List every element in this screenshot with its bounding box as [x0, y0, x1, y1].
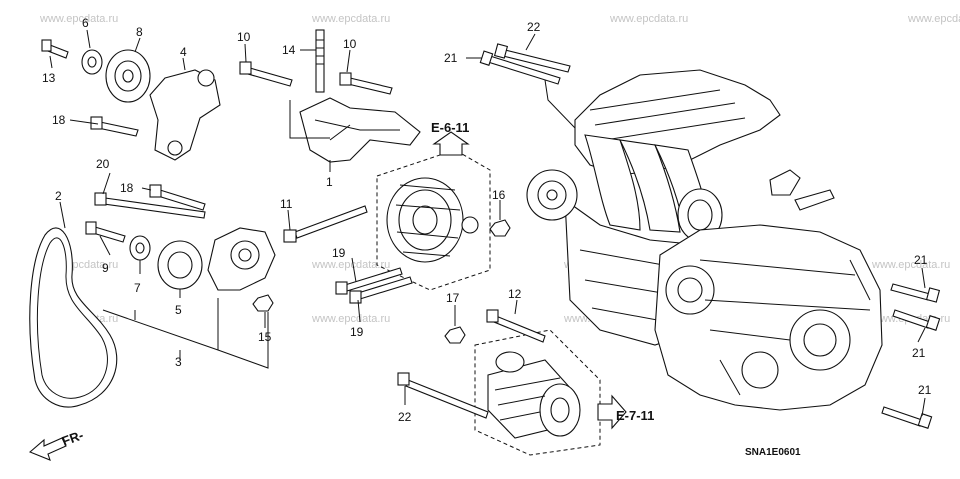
callout: 10	[343, 37, 357, 51]
ref-e-7-11[interactable]: E-7-11	[616, 408, 654, 423]
callout: 2	[55, 189, 62, 203]
callout: 8	[136, 25, 143, 39]
front-arrow-icon	[28, 437, 67, 461]
callout: 19	[350, 325, 364, 339]
callout: 20	[96, 157, 110, 171]
callout: 21	[444, 51, 458, 65]
watermark: www.epcdata.ru	[609, 13, 688, 25]
callout: 13	[42, 71, 56, 85]
callout: 21	[914, 253, 928, 267]
watermark: www.epcdata.ru	[311, 259, 390, 271]
callout: 18	[52, 113, 66, 127]
callout: 21	[918, 383, 932, 397]
callout: 15	[258, 330, 272, 344]
watermark: www.epcdata.ru	[907, 13, 960, 25]
starter-motor	[397, 309, 627, 456]
callout: 10	[237, 30, 251, 44]
callouts: 6 8 4 13 18 10 14 10 1 20 18 2 9 7 5 3 1…	[42, 16, 932, 424]
callout: 3	[175, 355, 182, 369]
diagram-code: SNA1E0601	[745, 447, 801, 458]
alternator	[283, 131, 511, 304]
watermark: www.epcdata.ru	[311, 313, 390, 325]
front-indicator: FR-	[28, 427, 85, 461]
callout: 11	[280, 197, 293, 211]
engine-assembly	[479, 43, 941, 429]
callout: 9	[102, 261, 109, 275]
callout: 4	[180, 45, 187, 59]
watermark: www.epcdata.ru	[39, 13, 118, 25]
callout: 18	[120, 181, 134, 195]
belt-and-tensioner	[29, 184, 276, 408]
ref-e-6-11[interactable]: E-6-11	[431, 120, 469, 135]
callout: 16	[492, 188, 506, 202]
watermark: www.epcdata.ru	[311, 13, 390, 25]
callout: 14	[282, 43, 296, 57]
callout: 17	[446, 291, 460, 305]
mount-bracket	[239, 29, 421, 163]
leader-lines	[49, 29, 926, 417]
front-label: FR-	[60, 427, 85, 449]
callout: 19	[332, 246, 346, 260]
callout: 6	[82, 16, 89, 30]
idler-bracket	[41, 39, 221, 161]
callout: 21	[912, 346, 926, 360]
watermark: www.epcdata.ru	[871, 259, 950, 271]
callout: 5	[175, 303, 182, 317]
callout: 1	[326, 175, 333, 189]
callout: 12	[508, 287, 522, 301]
callout: 22	[527, 20, 541, 34]
callout: 22	[398, 410, 412, 424]
callout: 7	[134, 281, 141, 295]
